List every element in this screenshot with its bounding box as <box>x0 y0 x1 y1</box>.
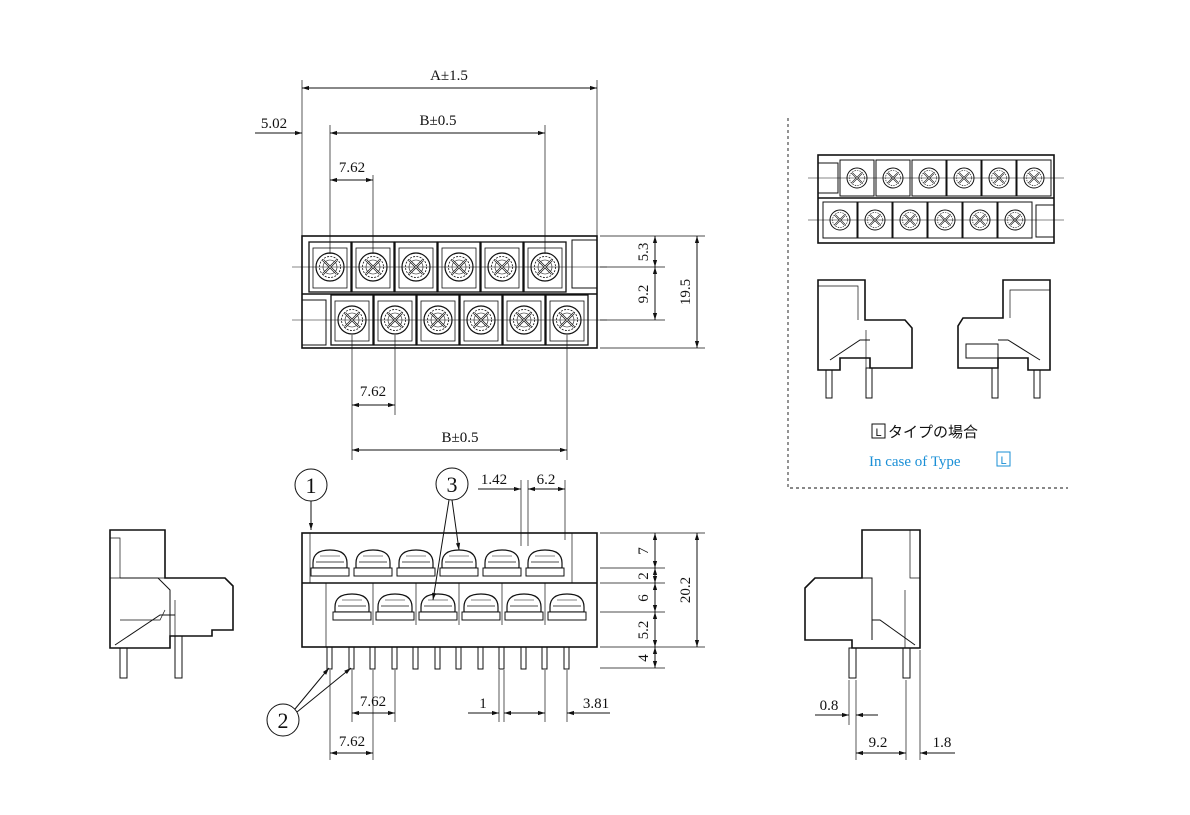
dim-62-label: 6.2 <box>537 472 556 488</box>
dim-a-label: A±1.5 <box>430 68 468 84</box>
callout-3-label: 3 <box>447 472 458 497</box>
front-view: 1 2 3 1.42 6.2 7 <box>266 467 705 760</box>
front-pins <box>326 646 570 670</box>
dim-142-label: 1.42 <box>481 472 507 488</box>
type-l-jp-caption: タイプの場合 <box>888 423 978 441</box>
dim-202-label: 20.2 <box>678 577 694 603</box>
pitch-bottom-label: 7.62 <box>360 384 386 400</box>
pin-pitch-lower-label: 7.62 <box>339 734 365 750</box>
dim-18-label: 1.8 <box>933 735 952 751</box>
callout-2-label: 2 <box>278 708 289 733</box>
dim-6-label: 6 <box>636 594 652 602</box>
type-l-jp-box <box>871 423 886 439</box>
type-l-jp-box-letter: L <box>875 427 881 439</box>
right-side-view: 0.8 9.2 1.8 <box>804 529 955 760</box>
dim-52-label: 5.2 <box>636 621 652 640</box>
type-l-en-box-letter: L <box>1000 455 1006 467</box>
dim-08-label: 0.8 <box>820 698 839 714</box>
type-l-en-box <box>996 451 1011 467</box>
callout-2-circle <box>266 703 300 737</box>
callout-1-label: 1 <box>306 473 317 498</box>
pitch-top-label: 7.62 <box>339 160 365 176</box>
type-l-en-caption: In case of Type <box>869 454 961 470</box>
front-view-body <box>301 532 598 648</box>
dim-7-label: 7 <box>636 547 652 555</box>
height-92-label: 9.2 <box>636 285 652 304</box>
height-53-label: 5.3 <box>636 243 652 262</box>
dim-381-label: 3.81 <box>583 696 609 712</box>
dim-offset-label: 5.02 <box>261 116 287 132</box>
dim-2-label: 2 <box>636 572 652 580</box>
height-195-label: 19.5 <box>678 279 694 305</box>
type-l-panel: L タイプの場合 In case of Type L <box>787 118 1068 489</box>
top-view: A±1.5 5.02 B±0.5 7.62 7.62 B±0.5 5.3 9.2… <box>255 68 705 460</box>
dim-4-label: 4 <box>636 654 652 662</box>
dim-92-label: 9.2 <box>869 735 888 751</box>
dim-1-label: 1 <box>479 696 487 712</box>
dim-b-top-label: B±0.5 <box>420 113 457 129</box>
type-l-left-side-view <box>817 279 913 399</box>
type-l-right-side-view <box>957 279 1051 399</box>
left-side-view <box>109 529 234 679</box>
dim-b-bottom-label: B±0.5 <box>442 430 479 446</box>
type-l-top-view <box>808 154 1064 244</box>
